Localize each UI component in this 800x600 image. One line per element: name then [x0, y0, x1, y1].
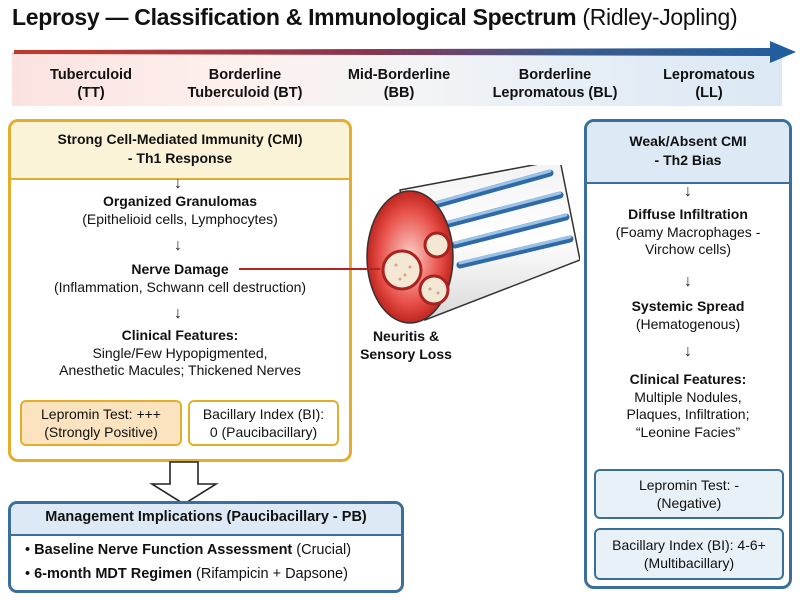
stage-mid-borderline: Mid-Borderline (BB)	[324, 66, 474, 102]
neuritis-label-line: Neuritis &	[372, 328, 440, 344]
granulomas-title: Organized Granulomas	[102, 193, 258, 209]
management-header: Management Implications (Paucibacillary …	[11, 504, 401, 536]
stage-tuberculoid: Tuberculoid (TT)	[16, 66, 166, 102]
th1-heading: - Th1 Response	[127, 150, 233, 166]
spread-title: Systemic Spread	[631, 298, 745, 314]
lepromatous-panel-header: Weak/Absent CMI - Th2 Bias	[587, 122, 789, 184]
bi-value: 0 (Paucibacillary)	[209, 423, 318, 440]
stage-label: Lepromatous	[663, 67, 755, 83]
granulomas-block: Organized Granulomas (Epithelioid cells,…	[12, 193, 348, 228]
clinical-title: Clinical Features:	[121, 327, 239, 343]
clinical-line: Single/Few Hypopigmented,	[92, 344, 268, 361]
arrow-down-icon: ↓	[684, 273, 692, 290]
nerve-damage-block: Nerve Damage (Inflammation, Schwann cell…	[12, 261, 348, 296]
cmi-heading: Strong Cell-Mediated Immunity (CMI)	[57, 131, 303, 147]
stage-code: (BB)	[383, 85, 415, 101]
stage-label: Borderline	[518, 67, 592, 83]
bullet-bold: Baseline Nerve Function Assessment	[34, 542, 293, 558]
clinical-features-block-tt: Clinical Features: Single/Few Hypopigmen…	[12, 327, 348, 380]
stage-borderline-tuberculoid: Borderline Tuberculoid (BT)	[170, 66, 320, 102]
nerve-cross-section-illustration	[239, 165, 580, 324]
infiltration-detail: (Foamy Macrophages -	[615, 223, 761, 240]
bullet-icon: •	[25, 542, 31, 558]
clinical-title: Clinical Features:	[629, 371, 747, 387]
list-item: • Baseline Nerve Function Assessment (Cr…	[25, 538, 351, 562]
management-bullet-list: • Baseline Nerve Function Assessment (Cr…	[25, 538, 351, 586]
bacillary-index-tt: Bacillary Index (BI): 0 (Paucibacillary)	[188, 400, 339, 446]
systemic-spread-block: Systemic Spread (Hematogenous)	[590, 298, 786, 333]
lepromin-interpretation: (Negative)	[656, 494, 722, 511]
spread-detail: (Hematogenous)	[635, 315, 741, 332]
bullet-bold: 6-month MDT Regimen	[34, 566, 192, 582]
lepromin-result: Lepromin Test: -	[638, 477, 740, 493]
stage-borderline-lepromatous: Borderline Lepromatous (BL)	[480, 66, 630, 102]
stage-code: Tuberculoid (BT)	[187, 85, 303, 101]
diffuse-infiltration-block: Diffuse Infiltration (Foamy Macrophages …	[590, 206, 786, 259]
arrow-down-icon: ↓	[174, 305, 182, 322]
list-item: • 6-month MDT Regimen (Rifampicin + Daps…	[25, 562, 351, 586]
th2-heading: - Th2 Bias	[654, 152, 722, 168]
lepromin-test-negative: Lepromin Test: - (Negative)	[594, 469, 784, 519]
nerve-damage-detail: (Inflammation, Schwann cell destruction)	[53, 278, 307, 295]
clinical-line: Multiple Nodules,	[634, 388, 742, 405]
lepromin-interpretation: (Strongly Positive)	[44, 423, 158, 440]
management-implications-box: Management Implications (Paucibacillary …	[8, 501, 404, 593]
clinical-line: Anesthetic Macules; Thickened Nerves	[59, 362, 301, 378]
bullet-detail: (Crucial)	[296, 542, 352, 558]
stage-code: (LL)	[695, 85, 723, 101]
title-main: Leprosy — Classification & Immunological…	[12, 4, 577, 30]
page-title: Leprosy — Classification & Immunological…	[12, 4, 792, 38]
bullet-detail: (Rifampicin + Dapsone)	[196, 566, 348, 582]
neuritis-label-line: Sensory Loss	[360, 345, 452, 362]
infiltration-detail: Virchow cells)	[644, 241, 732, 257]
lepromin-result: Lepromin Test: +++	[41, 406, 161, 422]
stage-label: Mid-Borderline	[347, 67, 451, 83]
bi-label: Bacillary Index (BI): 4-6+	[612, 537, 766, 553]
clinical-line: “Leonine Facies”	[635, 423, 741, 440]
bacillary-index-ll: Bacillary Index (BI): 4-6+ (Multibacilla…	[594, 528, 784, 580]
arrow-down-icon: ↓	[174, 237, 182, 254]
infiltration-title: Diffuse Infiltration	[628, 206, 748, 222]
stage-code: Lepromatous (BL)	[492, 85, 618, 101]
stage-label: Borderline	[208, 67, 282, 83]
stage-lepromatous: Lepromatous (LL)	[634, 66, 784, 102]
bi-value: (Multibacillary)	[643, 554, 735, 571]
bullet-icon: •	[25, 566, 31, 582]
granulomas-detail: (Epithelioid cells, Lymphocytes)	[82, 210, 278, 227]
arrow-down-icon: ↓	[684, 183, 692, 200]
management-title: Management Implications (Paucibacillary …	[45, 509, 367, 525]
title-subtitle: (Ridley-Jopling)	[582, 4, 738, 30]
arrow-down-icon: ↓	[174, 175, 182, 192]
tuberculoid-panel-header: Strong Cell-Mediated Immunity (CMI) - Th…	[11, 122, 349, 180]
bi-label: Bacillary Index (BI):	[202, 406, 325, 422]
stage-label: Tuberculoid	[50, 67, 132, 83]
clinical-line: Plaques, Infiltration;	[626, 406, 750, 422]
hollow-arrow-down-icon	[149, 461, 219, 505]
weak-cmi-heading: Weak/Absent CMI	[629, 133, 747, 149]
spectrum-arrow-icon	[14, 41, 796, 63]
clinical-features-block-ll: Clinical Features: Multiple Nodules, Pla…	[590, 371, 786, 441]
neuritis-label: Neuritis & Sensory Loss	[340, 328, 472, 363]
stage-code: (TT)	[77, 85, 105, 101]
nerve-damage-title: Nerve Damage	[131, 261, 229, 277]
lepromin-test-positive: Lepromin Test: +++ (Strongly Positive)	[20, 400, 182, 446]
arrow-down-icon: ↓	[684, 343, 692, 360]
